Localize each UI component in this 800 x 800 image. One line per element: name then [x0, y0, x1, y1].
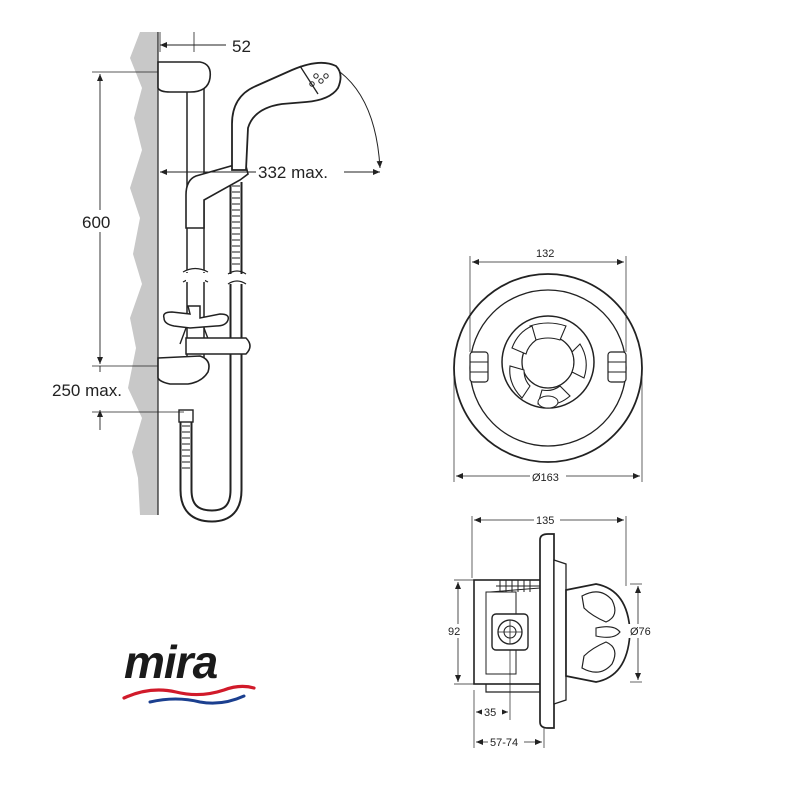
dim-box-depth: 57-74: [490, 737, 518, 749]
shower-handset: [231, 61, 342, 171]
flexible-hose: [178, 179, 247, 523]
dim-side-depth: 135: [536, 515, 554, 527]
dim-reach: 332 max.: [258, 163, 328, 182]
logo-red-wave: [122, 684, 256, 700]
mira-logo: mira: [122, 636, 256, 705]
swing-arc: [339, 71, 383, 169]
dim-wall-offset: 52: [232, 37, 251, 56]
slider-clip: [185, 337, 251, 355]
valve-side-view: 135 92 Ø76 35 57-74: [446, 512, 658, 749]
wall-plate: [539, 533, 555, 729]
logo-blue-wave: [148, 694, 246, 705]
wall-section: [128, 32, 158, 515]
shower-kit-view: 52 600 332 max. 250 max.: [52, 32, 383, 523]
dim-inlet-offset: 35: [484, 707, 496, 719]
dim-knob-diameter: Ø76: [630, 626, 651, 638]
valve-front-view: 132 Ø163: [453, 246, 643, 484]
inlet-connector: [491, 613, 529, 651]
dim-bottom-clearance: 250 max.: [52, 381, 122, 400]
soap-dish: [162, 305, 230, 329]
bottom-bracket: [157, 355, 210, 385]
dim-front-width: 132: [536, 248, 554, 260]
dim-side-height: 92: [448, 626, 460, 638]
top-bracket: [157, 61, 212, 93]
dim-rail-length: 600: [82, 213, 110, 232]
logo-text: mira: [124, 636, 218, 688]
dim-front-diameter: Ø163: [532, 472, 559, 484]
handset-holder: [185, 163, 249, 229]
control-knob: [501, 315, 595, 409]
control-knob-profile: [565, 583, 631, 683]
